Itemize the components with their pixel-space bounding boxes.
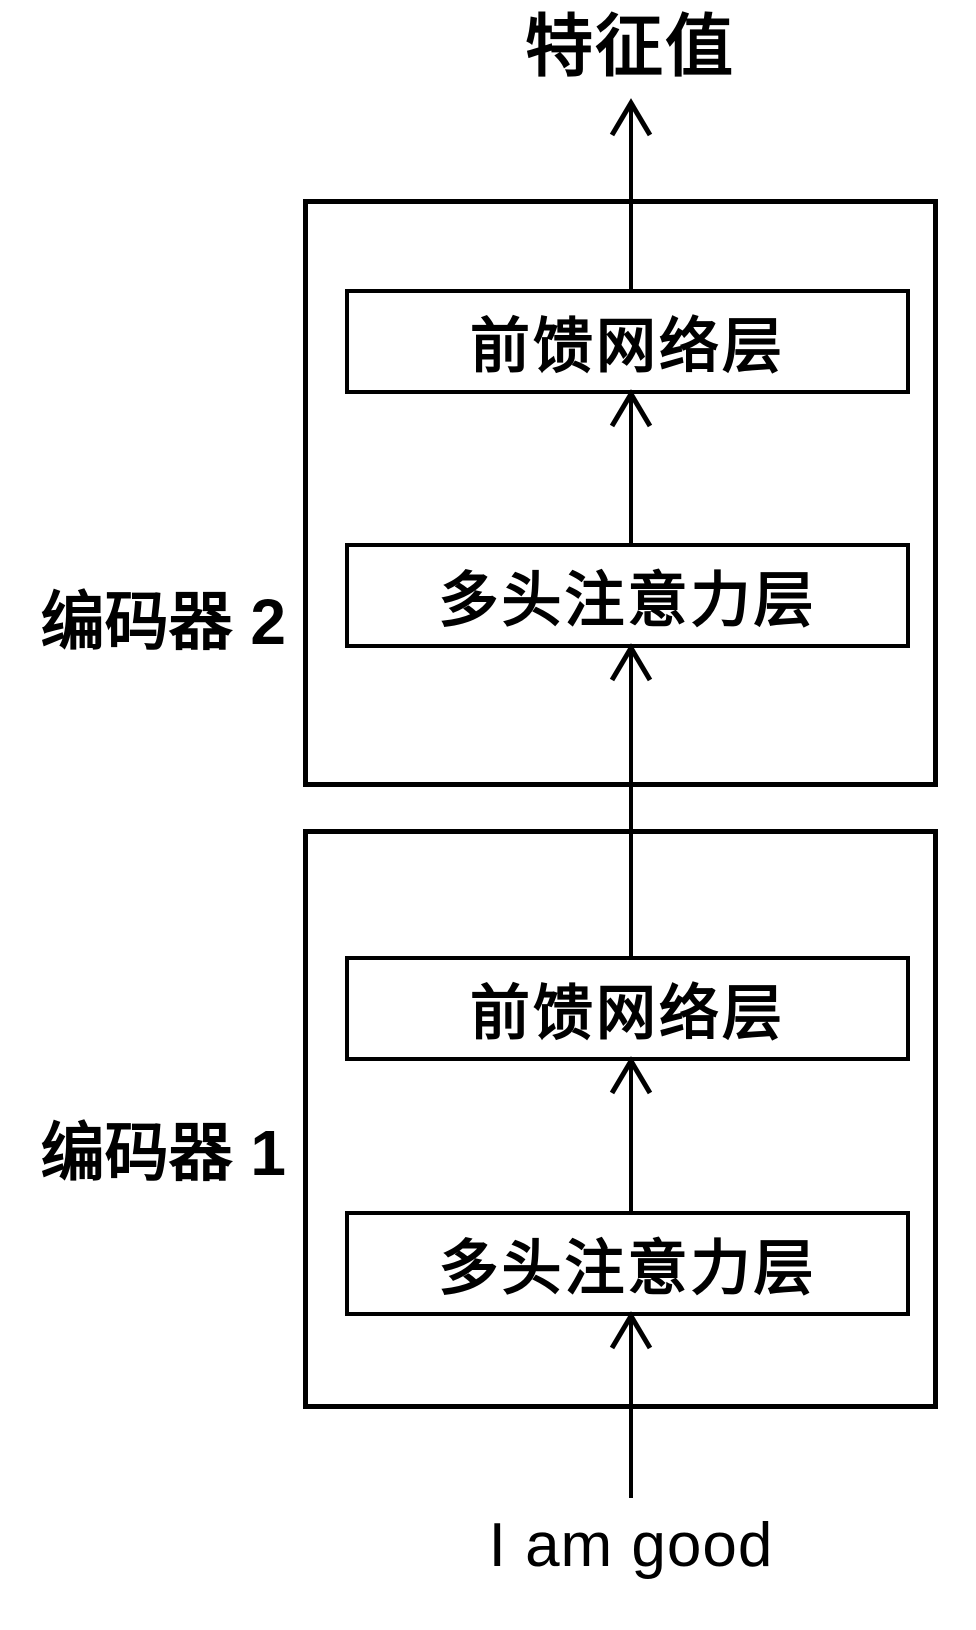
arrow-head	[609, 98, 653, 137]
encoder2-box	[303, 199, 938, 787]
output-feature-label: 特征值	[524, 9, 735, 85]
encoder1-attention-label: 多头注意力层	[438, 1235, 817, 1302]
input-arrow-icon	[609, 1311, 653, 1498]
encoder1-feedforward-label: 前馈网络层	[470, 980, 785, 1047]
encoder2-attention-label: 多头注意力层	[438, 567, 817, 634]
arrow-head	[609, 1056, 653, 1095]
output-arrow-icon	[609, 98, 653, 292]
encoder2-feedforward-box: 前馈网络层	[345, 289, 910, 394]
arrow-head	[609, 389, 653, 428]
arrow-head	[609, 643, 653, 682]
encoder2-label: 编码器 2	[40, 586, 286, 658]
encoder2-internal-arrow-icon	[609, 389, 653, 547]
encoder2-attention-box: 多头注意力层	[345, 543, 910, 648]
input-sentence-label: I am good	[488, 1511, 774, 1580]
encoder1-box	[303, 829, 938, 1409]
encoder2-feedforward-label: 前馈网络层	[470, 313, 785, 380]
inter-encoder-arrow-icon	[609, 643, 653, 959]
encoder1-attention-box: 多头注意力层	[345, 1211, 910, 1316]
encoder1-feedforward-box: 前馈网络层	[345, 956, 910, 1061]
arrow-head	[609, 1311, 653, 1350]
encoder1-label: 编码器 1	[40, 1117, 286, 1189]
encoder1-internal-arrow-icon	[609, 1056, 653, 1214]
